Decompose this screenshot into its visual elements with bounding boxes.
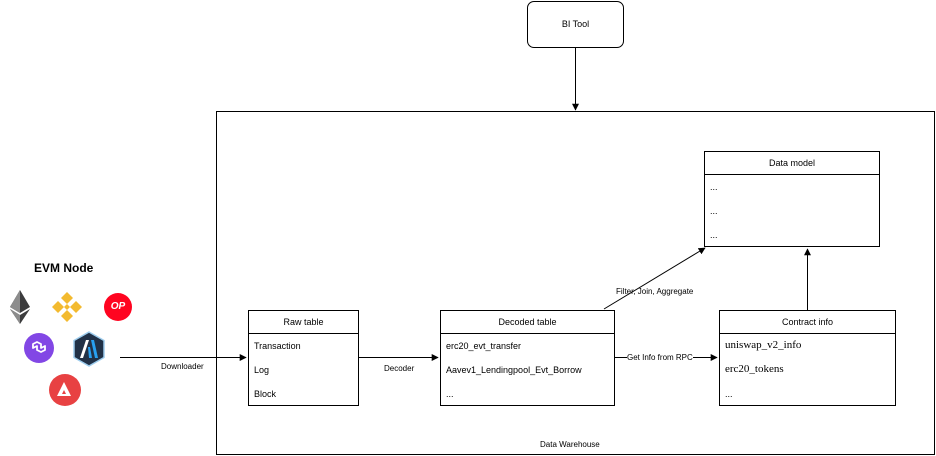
- decoded-table-row: Aavev1_Lendingpool_Evt_Borrow: [446, 365, 582, 375]
- data-model-row: ...: [710, 230, 718, 240]
- bi-tool-label: BI Tool: [561, 19, 590, 29]
- raw-table-row: Log: [254, 365, 270, 375]
- optimism-icon: OP: [104, 293, 132, 321]
- decoded-table-row: ...: [446, 389, 454, 399]
- contract-info-title: Contract info: [781, 317, 834, 327]
- bnb-icon: [50, 290, 84, 324]
- decoded-table-node[interactable]: Decoded table erc20_evt_transfer Aavev1_…: [440, 310, 615, 406]
- decoded-table-divider: [441, 333, 614, 334]
- contract-info-row: ...: [725, 389, 733, 399]
- decoder-label: Decoder: [384, 364, 415, 373]
- get-info-label: Get Info from RPC: [627, 353, 693, 362]
- optimism-icon-text: OP: [110, 301, 126, 312]
- evm-node-title: EVM Node: [34, 261, 94, 275]
- bi-tool-node[interactable]: BI Tool: [527, 1, 624, 48]
- ethereum-icon: [10, 290, 30, 324]
- raw-table-row: Transaction: [254, 341, 301, 351]
- raw-table-row: Block: [254, 389, 277, 399]
- downloader-label: Downloader: [161, 362, 204, 371]
- filter-arrow: [603, 247, 706, 310]
- data-model-divider: [705, 174, 879, 175]
- arbitrum-icon: [72, 331, 106, 367]
- raw-table-title: Raw table: [283, 317, 324, 327]
- contract-info-divider: [720, 333, 895, 334]
- contract-info-node[interactable]: Contract info uniswap_v2_info erc20_toke…: [719, 310, 896, 406]
- contract-info-row: erc20_tokens: [725, 363, 784, 375]
- contract-info-row: uniswap_v2_info: [725, 339, 802, 351]
- data-warehouse-container: [216, 111, 935, 455]
- avalanche-icon: [49, 374, 81, 406]
- polygon-icon: [24, 333, 54, 363]
- data-model-node[interactable]: Data model ... ... ...: [704, 151, 880, 247]
- raw-table-divider: [249, 333, 358, 334]
- decoded-table-row: erc20_evt_transfer: [446, 341, 522, 351]
- data-model-row: ...: [710, 182, 718, 192]
- data-model-row: ...: [710, 206, 718, 216]
- data-model-title: Data model: [768, 158, 816, 168]
- raw-table-node[interactable]: Raw table Transaction Log Block: [248, 310, 359, 406]
- data-warehouse-label: Data Warehouse: [540, 440, 600, 449]
- decoded-table-title: Decoded table: [498, 317, 557, 327]
- filter-label: Filter, Join, Aggregate: [616, 287, 694, 296]
